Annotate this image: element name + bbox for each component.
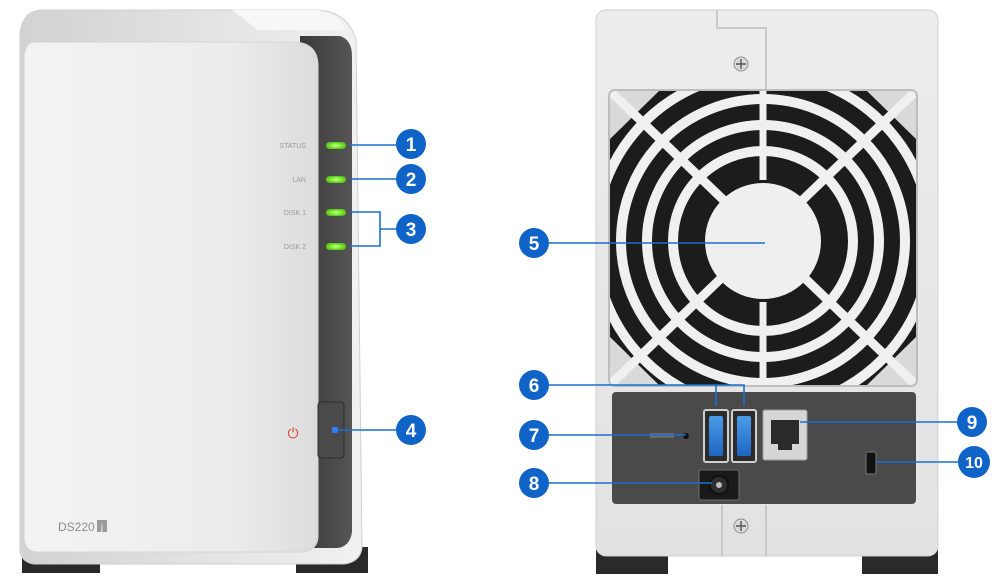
model-label: DS220 bbox=[58, 520, 95, 534]
reset-button[interactable] bbox=[683, 433, 689, 439]
back-unit bbox=[595, 9, 939, 574]
leader-6 bbox=[549, 384, 745, 406]
callout-3: 3 bbox=[396, 214, 426, 244]
svg-text:5: 5 bbox=[529, 234, 540, 255]
callout-1: 1 bbox=[396, 129, 426, 159]
power-button-light bbox=[332, 427, 338, 433]
security-slot[interactable] bbox=[865, 451, 877, 475]
svg-text:9: 9 bbox=[967, 413, 978, 434]
bottom-screw-icon bbox=[733, 518, 749, 534]
callout-5: 5 bbox=[519, 228, 549, 258]
svg-text:2: 2 bbox=[406, 170, 417, 191]
svg-text:3: 3 bbox=[406, 220, 417, 241]
model-suffix: j bbox=[100, 522, 103, 532]
callout-8: 8 bbox=[519, 468, 549, 498]
cooling-fan bbox=[608, 89, 918, 387]
svg-text:6: 6 bbox=[529, 376, 540, 397]
lan-led bbox=[326, 176, 346, 183]
power-icon: ⏻ bbox=[287, 426, 298, 442]
callout-10: 10 bbox=[958, 446, 990, 478]
disk2-led bbox=[326, 243, 346, 250]
callout-7: 7 bbox=[519, 420, 549, 450]
svg-text:1: 1 bbox=[406, 135, 417, 156]
svg-text:10: 10 bbox=[965, 455, 983, 472]
led-label-status: STATUS bbox=[279, 143, 306, 150]
led-label-lan: LAN bbox=[292, 177, 306, 184]
usb-port-left[interactable] bbox=[703, 409, 729, 463]
svg-text:4: 4 bbox=[406, 421, 417, 442]
status-led bbox=[326, 142, 346, 149]
callout-9: 9 bbox=[957, 407, 987, 437]
led-label-disk1: DISK 1 bbox=[284, 210, 306, 217]
disk1-led bbox=[326, 209, 346, 216]
fan-hub bbox=[705, 183, 821, 299]
leader-lines bbox=[338, 144, 958, 484]
led-label-disk2: DISK 2 bbox=[284, 244, 306, 251]
back-bottom-seam bbox=[721, 505, 767, 556]
callout-2: 2 bbox=[396, 164, 426, 194]
power-port[interactable] bbox=[698, 469, 740, 501]
usb-port-right[interactable] bbox=[731, 409, 757, 463]
front-top-wedge bbox=[232, 10, 346, 30]
svg-text:8: 8 bbox=[529, 474, 540, 495]
svg-text:7: 7 bbox=[529, 426, 540, 447]
front-unit: STATUS LAN DISK 1 DISK 2 ⏻ DS220 j bbox=[19, 9, 368, 573]
top-screw-icon bbox=[733, 56, 749, 72]
leader-3 bbox=[350, 211, 396, 247]
lan-port[interactable] bbox=[762, 409, 808, 461]
callout-4: 4 bbox=[396, 415, 426, 445]
front-face-panel bbox=[23, 41, 319, 553]
model-suffix-box bbox=[97, 520, 107, 532]
back-top-seam bbox=[716, 10, 767, 90]
callout-6: 6 bbox=[519, 370, 549, 400]
